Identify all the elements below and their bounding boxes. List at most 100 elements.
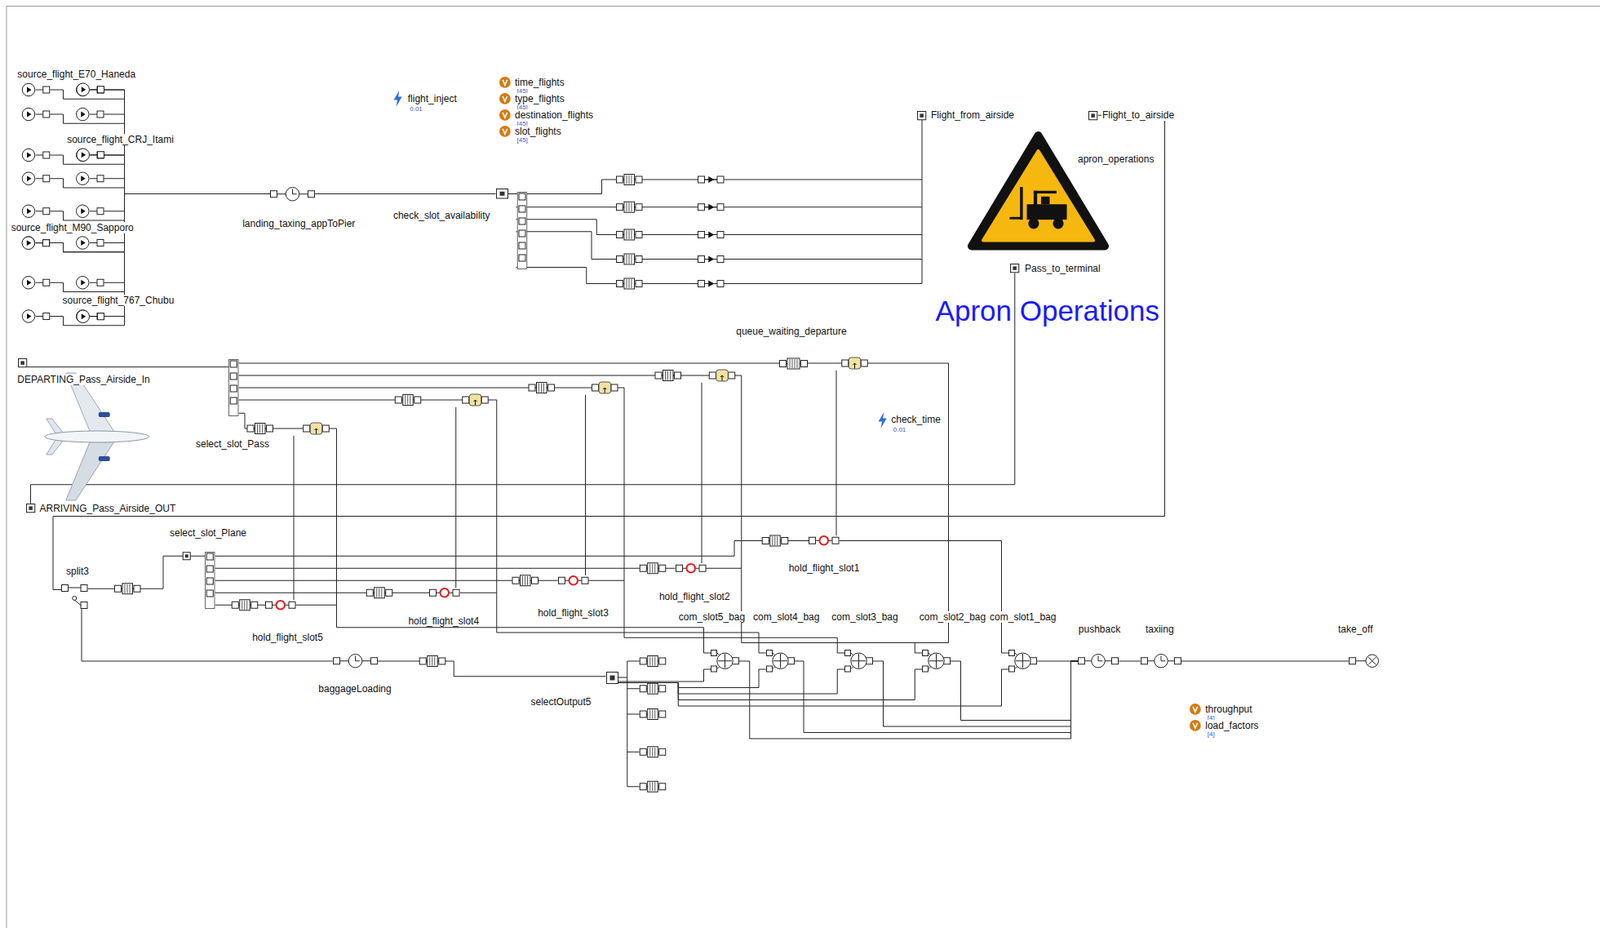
port-square [230,385,237,392]
play-triangle [26,175,32,182]
icon-stroke [257,424,258,434]
port-square [322,425,329,432]
flow-connector [215,540,810,557]
port-square [699,564,706,572]
airplane-fuselage [44,430,150,443]
icon-stroke [654,747,656,757]
block-symbol [496,188,509,200]
block-symbol [606,671,619,684]
block-label: source_flight_E70_Haneda [16,68,137,80]
flow-connector [618,669,1010,706]
wire [627,713,640,715]
play-triangle [80,111,86,118]
block-label: Flight_to_airside [1101,109,1175,121]
combine-symbol [850,652,868,670]
icon-stroke [261,424,263,434]
block-symbol [1077,653,1119,669]
port-square [97,313,104,320]
port-square [674,372,682,379]
wire [611,234,922,235]
port-square [452,589,460,596]
variable-mark [502,128,508,134]
flow-connector [1037,660,1078,662]
section-title: Apron Operations [935,294,1161,328]
port-square [462,396,470,404]
port-square [698,256,705,263]
block-symbol [393,90,403,107]
block-icon [698,256,725,263]
source-symbol [22,148,36,162]
block-label: ARRIVING_Pass_Airside_OUT [39,502,178,515]
icon-stroke [89,210,98,212]
forklift-mast [1019,186,1024,220]
queue-symbol [255,423,266,435]
icon-stroke [339,660,372,662]
icon-stroke [651,781,653,791]
delay-block: taxiing [1140,653,1182,669]
port-square [766,665,772,672]
port-square [659,564,666,572]
block-icon [762,535,789,546]
source-symbol [76,310,90,324]
port-square [801,359,808,367]
block-symbol [499,76,511,89]
port-square [43,279,50,286]
source-symbol [76,276,90,290]
hold-symbol [276,600,286,610]
icon-stroke [1022,653,1024,669]
icon-stroke [780,653,781,669]
icon-stroke [651,747,653,757]
icon-stroke [629,254,630,264]
wire [104,210,125,212]
port-square [639,710,647,718]
block-label: selectOutput5 [529,695,592,708]
port-square [717,231,724,239]
source-symbol [76,310,90,324]
icon-stroke [89,282,98,284]
block-value: 0.01 [892,425,908,434]
move-symbol [708,203,714,211]
block-label: pushback [1077,623,1122,635]
port-square [230,397,237,404]
port-square [711,650,718,656]
block-label: com_slot2_bag [918,611,987,623]
block-icon [842,357,869,369]
port-square [270,190,278,198]
block-symbol [204,551,216,609]
port-square [639,685,647,692]
port-square [43,313,50,320]
queue-symbol [624,229,635,240]
block-icon [394,394,422,406]
block-icon [698,231,725,239]
block-symbol [21,235,50,251]
block-icon [76,204,105,218]
port-square [230,360,237,368]
block-symbol [917,110,927,120]
block-icon [616,253,643,265]
port-block: Pass_to_terminal [1010,263,1020,273]
block-icon [639,682,666,694]
port-block: ARRIVING_Pass_Airside_OUT [26,503,36,513]
wire [585,394,586,576]
icon-stroke [89,177,98,179]
wire [627,751,640,753]
block-icon [709,369,736,382]
play-triangle [26,111,32,118]
port-square [43,151,50,159]
block-symbol [921,649,951,673]
block-icon [76,148,105,162]
port-square [922,665,929,672]
block-icon [182,552,191,560]
flow-connector [839,540,1010,654]
port-square [385,589,393,596]
queue-symbol [536,382,548,394]
split-symbol [72,596,77,601]
port-square [616,203,624,211]
icon-stroke [409,395,411,405]
port-square [419,657,426,665]
forklift-roof [1033,190,1057,194]
block-label: landing_taxing_appToPier [241,217,356,230]
icon-stroke [527,576,528,586]
block-icon [22,310,50,324]
